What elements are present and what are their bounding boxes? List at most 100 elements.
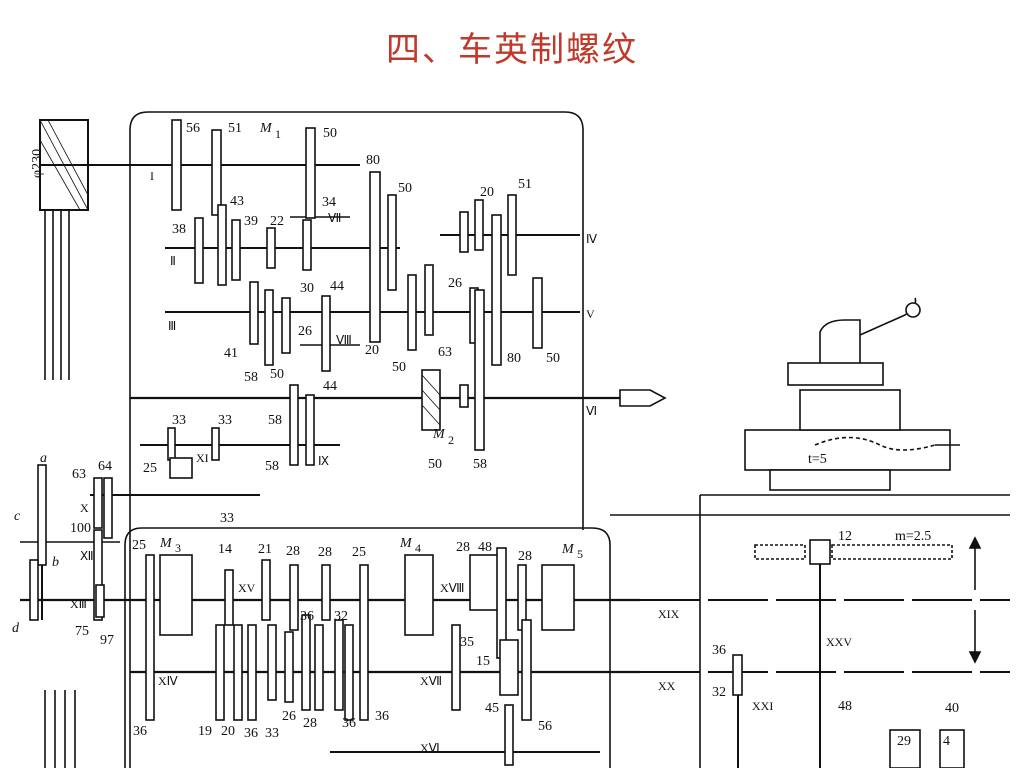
- gear-50e: [281, 297, 291, 354]
- gear-label: 50: [398, 181, 412, 196]
- gear-41: [249, 281, 259, 345]
- gear-36d: [314, 624, 324, 711]
- gear-label: 29: [897, 734, 911, 749]
- gear-label: 36: [712, 643, 726, 658]
- gear-58a: [264, 289, 274, 366]
- clutch-m5: [541, 564, 575, 631]
- gear-36f: [732, 654, 743, 696]
- gear-label: 43: [230, 194, 244, 209]
- gear-label: 28: [318, 545, 332, 560]
- label-t: t=5: [808, 452, 827, 467]
- shaft-label-XV: XV: [238, 581, 256, 595]
- gear-label: 41: [224, 346, 238, 361]
- gear-label: 39: [244, 214, 258, 229]
- gear-39: [231, 219, 241, 281]
- shaft-label-XXI: XXI: [752, 699, 773, 713]
- gear-label: 45: [485, 701, 499, 716]
- gear-58b: [289, 384, 299, 466]
- clutch-m3: [159, 554, 193, 636]
- pinion-12: [809, 539, 831, 565]
- headstock-box: [129, 111, 584, 768]
- gear-label: 25: [132, 538, 146, 553]
- label-m2-sub: 2: [448, 433, 454, 447]
- label-d: d: [12, 621, 20, 636]
- gear-label: 50: [270, 367, 284, 382]
- gear-56b: [521, 619, 532, 721]
- gear-19: [215, 624, 225, 721]
- gear-25b: [145, 554, 155, 721]
- gear-label: 51: [518, 177, 532, 192]
- shaft-label-I: I: [150, 169, 154, 183]
- gear-label: 48: [838, 699, 852, 714]
- gear-label: 63: [438, 345, 452, 360]
- gear-label: 26: [448, 276, 462, 291]
- gear-label: 28: [518, 549, 532, 564]
- gear-45: [504, 704, 514, 766]
- gear-label: 51: [228, 121, 242, 136]
- gear-75: [95, 584, 105, 618]
- gear-label: 58: [473, 457, 487, 472]
- gear-63b: [93, 477, 103, 529]
- cross-slide: [769, 469, 891, 491]
- gear-50b: [387, 194, 397, 291]
- gear-38: [194, 217, 204, 284]
- gear-a: [37, 464, 47, 566]
- gear-label: 50: [428, 457, 442, 472]
- gear-100: [93, 529, 103, 621]
- gear-4: [939, 729, 965, 768]
- gear-label: 80: [366, 153, 380, 168]
- gear-label: 25: [352, 545, 366, 560]
- label-a: a: [40, 451, 47, 466]
- gear-80a: [369, 171, 381, 343]
- gear-58d: [474, 289, 485, 451]
- gear-label: 32: [712, 685, 726, 700]
- shaft-label-XVIII: XⅧ: [440, 581, 464, 595]
- gear-label: 26: [298, 324, 312, 339]
- gear-51b: [507, 194, 517, 276]
- gear-label: 36: [342, 716, 356, 731]
- gear-label: 44: [330, 279, 344, 294]
- shaft-label-X: X: [80, 501, 89, 515]
- gear-28e: [301, 614, 311, 711]
- gear-label: 33: [172, 413, 186, 428]
- gear-label: 28: [303, 716, 317, 731]
- gear-label: 14: [218, 542, 232, 557]
- label-m5: M: [561, 542, 575, 557]
- shaft-label-II: Ⅱ: [170, 254, 176, 268]
- gear-80b: [491, 214, 502, 366]
- rack-right: [831, 544, 953, 560]
- spindle-nose: [619, 389, 667, 407]
- gear-28b: [321, 564, 331, 621]
- gear-36e: [344, 624, 354, 721]
- shaft-label-IV: Ⅳ: [586, 232, 597, 246]
- shaft-label-VI: Ⅵ: [586, 404, 597, 418]
- shaft-label-IX: Ⅸ: [318, 454, 329, 468]
- gear-label: 21: [258, 542, 272, 557]
- compound-base: [744, 429, 951, 471]
- gear-label: 36: [244, 726, 258, 741]
- label-m2: M: [432, 427, 446, 442]
- diagram-labels: φ230 M 1 M 2 M 3 M 4 M 5 t=5 m=2.5 a b c…: [12, 121, 959, 755]
- gear-label: 56: [186, 121, 200, 136]
- gear-label: 30: [300, 281, 314, 296]
- shaft-label-XVI: XⅥ: [420, 741, 440, 755]
- tool-post-top: [787, 362, 884, 386]
- tool-post-handle: [819, 297, 917, 363]
- feedbox-box: [124, 527, 611, 768]
- gear-58c: [305, 394, 315, 466]
- gear-label: 32: [334, 609, 348, 624]
- label-m1: M: [259, 121, 273, 136]
- gear-label: 64: [98, 459, 112, 474]
- shaft-label-XIII: XⅢ: [70, 597, 87, 611]
- worm-rack: [754, 544, 806, 560]
- shaft-label-V: V: [586, 307, 595, 321]
- label-b: b: [52, 555, 59, 570]
- tool-post-body: [799, 389, 901, 431]
- gear-50d: [532, 277, 543, 349]
- shaft-label-III: Ⅲ: [168, 319, 176, 333]
- shaft-label-XIV: XⅣ: [158, 674, 178, 688]
- shaft-label-VII: Ⅶ: [328, 211, 341, 225]
- gear-14: [224, 569, 234, 626]
- gear-label: 20: [221, 724, 235, 739]
- label-c: c: [14, 509, 21, 524]
